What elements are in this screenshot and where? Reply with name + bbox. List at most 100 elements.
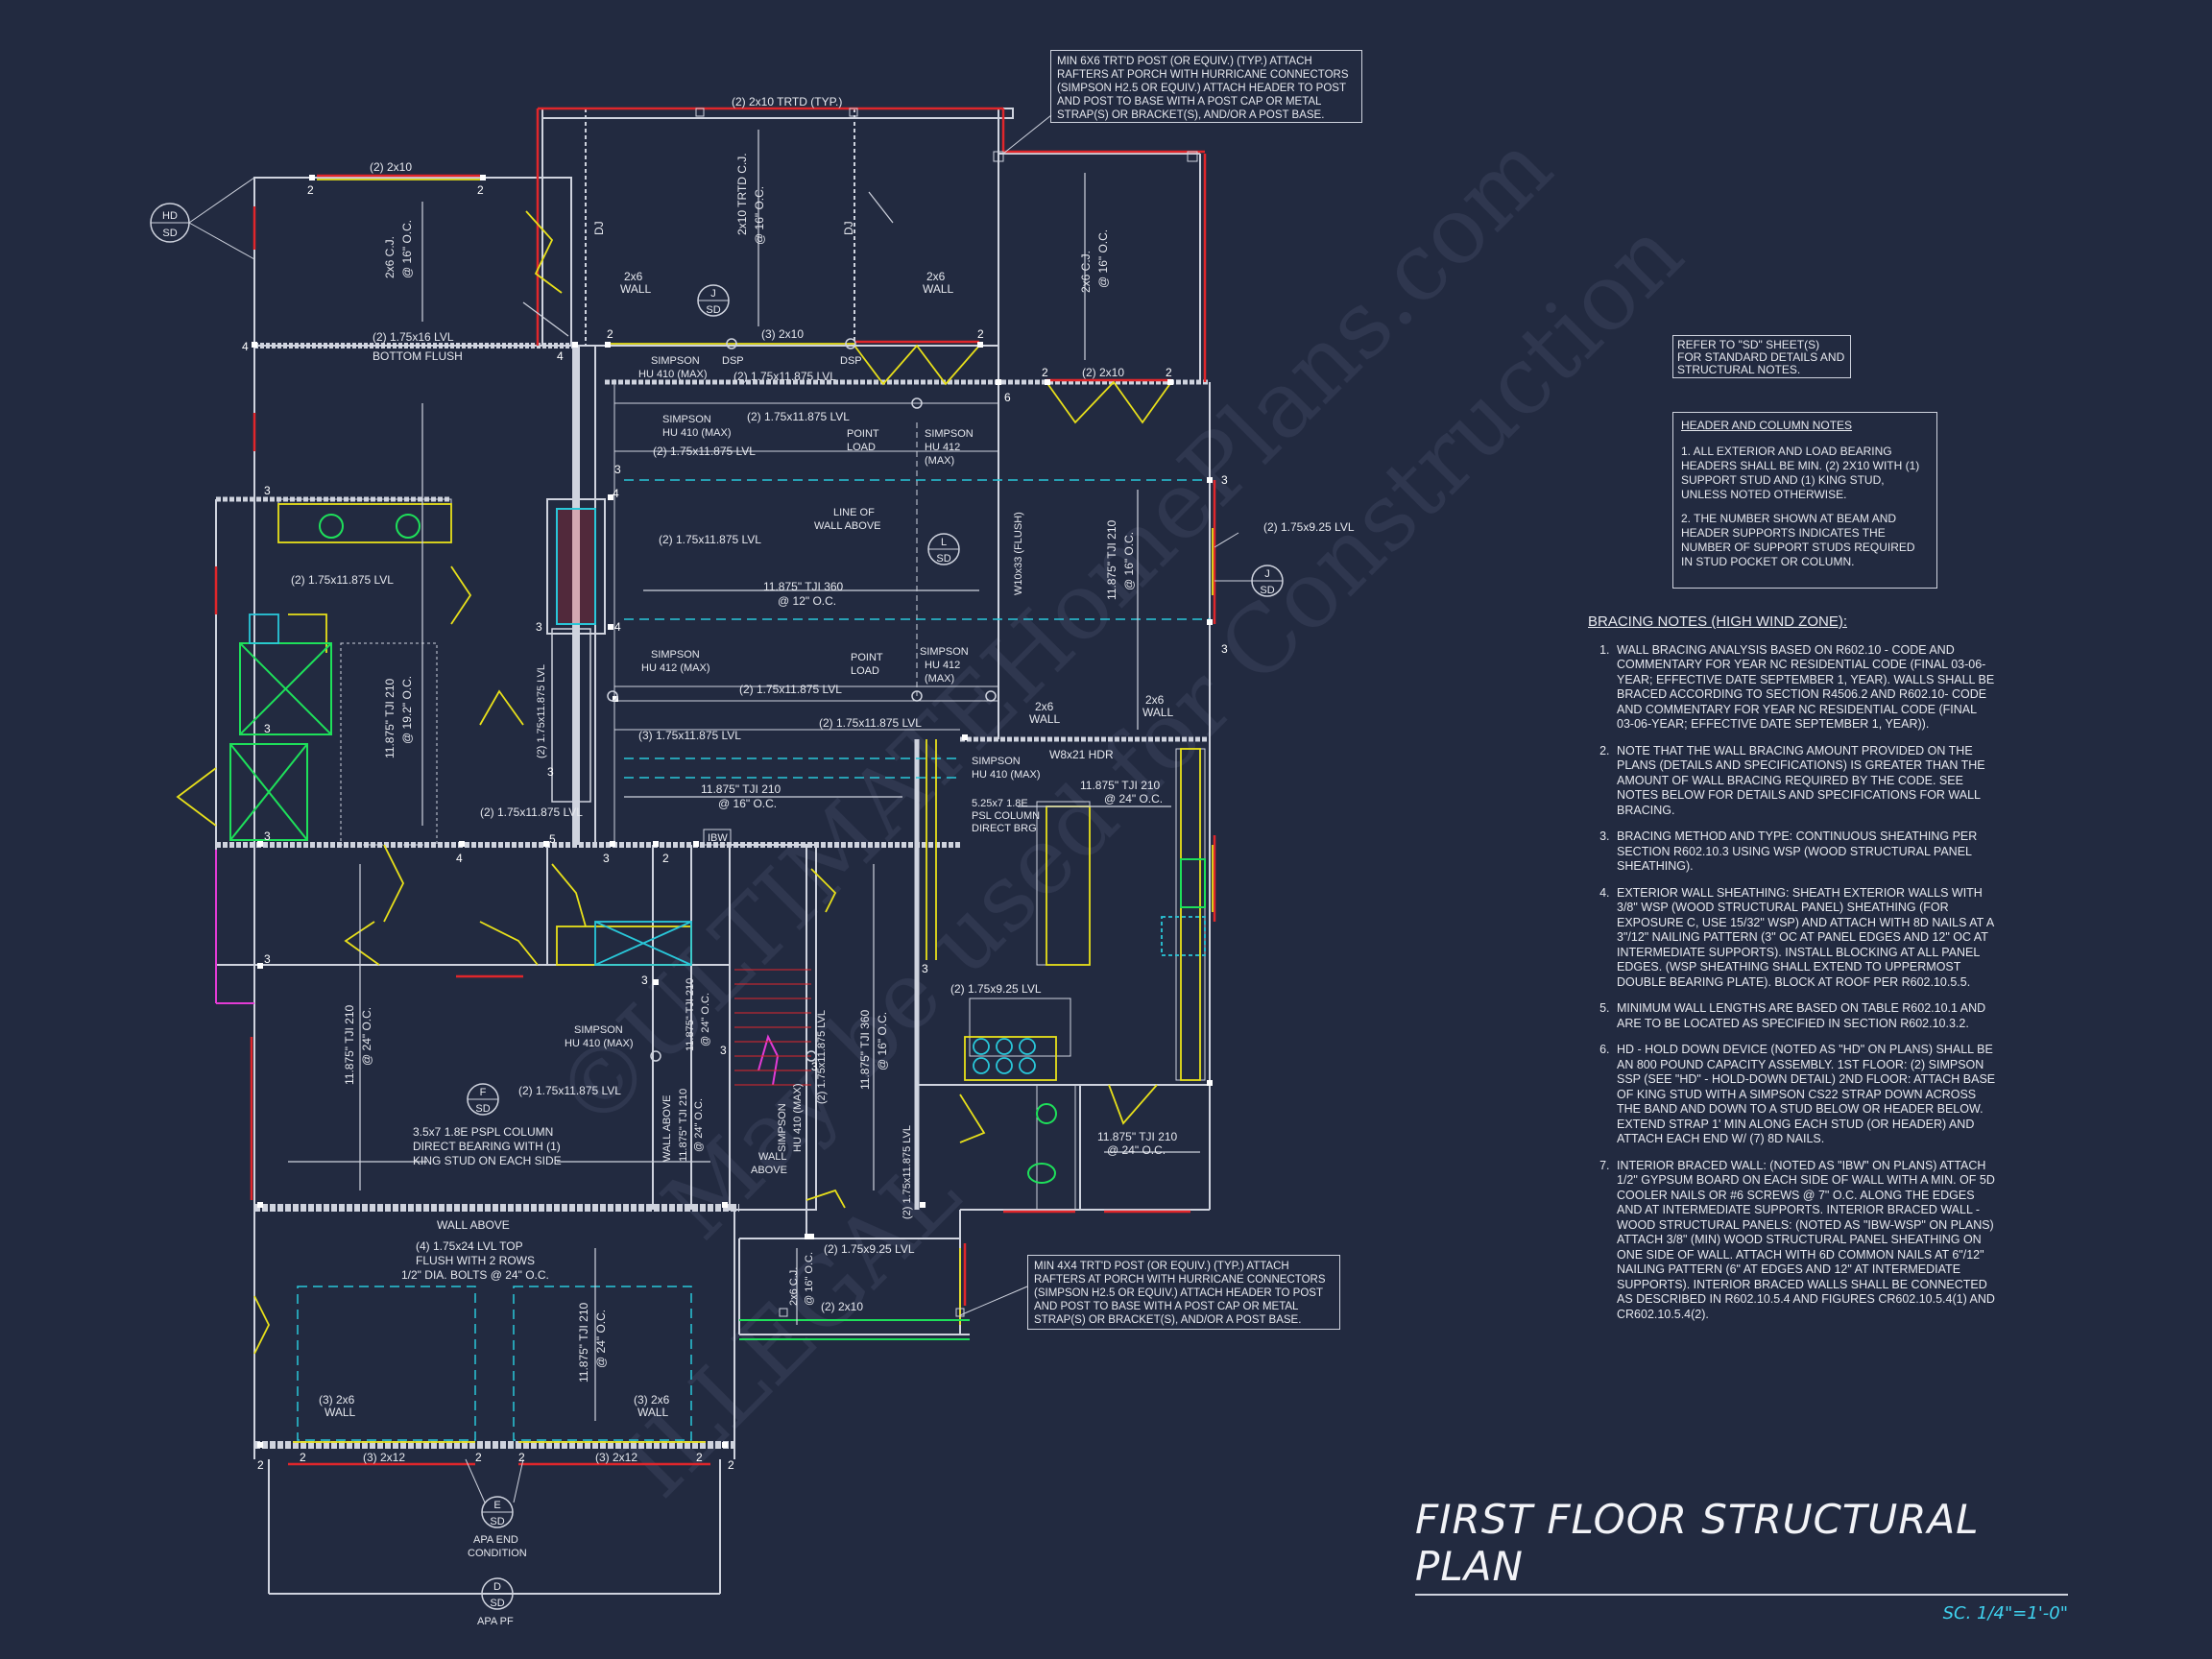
note-porch-top: MIN 6x6 TRT'D POST (OR EQUIV.) (TYP.) AT…	[1050, 50, 1362, 123]
stud-count: 2	[728, 1458, 734, 1472]
title-block: FIRST FLOOR STRUCTURAL PLAN SC. 1/4"=1'-…	[1415, 1496, 2068, 1623]
label-psl-col: 5.25x7 1.8E	[972, 798, 1028, 809]
callout-d-letter: D	[493, 1581, 501, 1593]
bracing-notes: BRACING NOTES (HIGH WIND ZONE): WALL BRA…	[1588, 614, 1997, 1334]
label-simpson-e2: HU 410 (MAX)	[792, 1083, 804, 1152]
label-wall-above: WALL ABOVE	[814, 520, 881, 532]
label-psl-col3: DIRECT BRG	[972, 823, 1037, 834]
label-simpson-b2: HU 410 (MAX)	[662, 427, 732, 439]
label-line-of: LINE OF	[833, 507, 875, 518]
bracing-note-3: BRACING METHOD AND TYPE: CONTINUOUS SHEA…	[1613, 830, 1997, 875]
stud-count: 5	[549, 832, 556, 846]
callout-hd: HD SD	[150, 177, 255, 260]
label-tji-210-k2: @ 24" O.C.	[1104, 792, 1163, 805]
label-lvl-top2: FLUSH WITH 2 ROWS	[416, 1254, 535, 1267]
label-lvl-vert-a: (2) 1.75x11.875 LVL	[536, 664, 547, 758]
stud-count: 3	[536, 620, 542, 634]
label-w8x21: W8x21 HDR	[1049, 748, 1114, 761]
stud-count: 2	[257, 1458, 264, 1472]
fireplace-hearth	[556, 508, 596, 625]
label-psl-col2: PSL COLUMN	[972, 810, 1040, 822]
label-tji-360-a: 11.875" TJI 360	[763, 580, 844, 593]
stud-count: 4	[613, 487, 619, 500]
header-note-2: 2. THE NUMBER SHOWN AT BEAM AND HEADER S…	[1681, 512, 1915, 568]
callout-e-letter: E	[493, 1500, 500, 1511]
label-wall-3-2x6-a2: WALL	[325, 1406, 356, 1419]
label-tji-360-b2: @ 16" O.C.	[876, 1012, 889, 1070]
label-simpson-412c2: HU 412	[925, 660, 960, 671]
label-lvl-vert-c: (2) 1.75x11.875 LVL	[902, 1125, 913, 1219]
label-cj-2x6-tl: 2x6 C.J.	[383, 236, 397, 278]
label-above-s: ABOVE	[751, 1165, 787, 1176]
label-hdr-2x10-tr: (2) 2x10	[1082, 366, 1124, 379]
label-simpson-412b: SIMPSON	[651, 649, 700, 661]
stud-count: 4	[456, 852, 463, 865]
note-porch-bottom: MIN 4x4 TRT'D POST (OR EQUIV.) (TYP.) AT…	[1027, 1255, 1340, 1330]
stud-count: 3	[264, 484, 271, 497]
bracing-notes-list: WALL BRACING ANALYSIS BASED ON R602.10 -…	[1588, 643, 1997, 1323]
callout-j-top: J SD	[697, 284, 730, 317]
stud-count: 3	[1221, 642, 1228, 656]
joist-lines	[297, 479, 1210, 1441]
bracing-note-6: HD - HOLD DOWN DEVICE (NOTED AS "HD" ON …	[1613, 1043, 1997, 1147]
stud-count: 3	[547, 765, 554, 779]
label-tji-210-s22: @ 24" O.C.	[693, 1098, 705, 1152]
label-cj-2x6-tr: 2x6 C.J.	[1079, 251, 1093, 293]
stud-count: 4	[557, 349, 564, 363]
label-tji-210-b: 11.875" TJI 210	[577, 1302, 590, 1382]
label-simpson-a: SIMPSON	[651, 355, 700, 367]
sink-1	[319, 514, 344, 539]
header-notes-title: HEADER AND COLUMN NOTES	[1681, 419, 1853, 432]
label-lvl-top: (4) 1.75x24 LVL TOP	[416, 1239, 523, 1253]
drawing-title: FIRST FLOOR STRUCTURAL PLAN	[1415, 1496, 2068, 1596]
label-point-load-a: POINT	[847, 428, 879, 440]
callout-j-right-letter: J	[1264, 568, 1270, 580]
label-tji-210-n2: @ 24" O.C.	[1107, 1143, 1166, 1157]
bracing-note-1: WALL BRACING ANALYSIS BASED ON R602.10 -…	[1613, 643, 1997, 733]
label-lvl-j: (2) 1.75x11.875 LVL	[518, 1084, 621, 1097]
label-tji-360-b: 11.875" TJI 360	[858, 1009, 872, 1090]
label-hdr-3-2x12-a: (3) 2x12	[363, 1451, 405, 1464]
stud-count: 3	[922, 962, 928, 975]
yellow-beams	[176, 179, 1214, 1443]
red-beams	[214, 107, 1216, 1466]
label-wall-2x6-c: 2x6	[1035, 700, 1054, 713]
label-lvl-925-m: (2) 1.75x9.25 LVL	[950, 982, 1042, 996]
label-wall-s: WALL	[758, 1151, 787, 1163]
callout-j-top-sheet: SD	[706, 304, 720, 316]
stud-count: 2	[475, 1451, 482, 1464]
stud-count: 2	[662, 852, 669, 865]
label-simpson-412b2: HU 412 (MAX)	[641, 662, 710, 674]
stair-left	[551, 628, 591, 803]
note-porch-top-text: MIN 6x6 TRT'D POST (OR EQUIV.) (TYP.) AT…	[1057, 56, 1349, 121]
header-column-notes: HEADER AND COLUMN NOTES 1. ALL EXTERIOR …	[1672, 412, 1937, 589]
hangers	[607, 338, 997, 1062]
label-tji-210-s2: 11.875" TJI 210	[678, 1089, 689, 1162]
label-tji-210-m: 11.875" TJI 210	[701, 782, 781, 796]
stud-count: 2	[477, 183, 484, 197]
stud-count: 2	[307, 183, 314, 197]
label-lvl-vert-b: (2) 1.75x11.875 LVL	[816, 1010, 828, 1104]
label-wall-2x6-a2: WALL	[620, 282, 652, 296]
stud-count: 3	[603, 852, 610, 865]
stud-count: 2	[518, 1451, 525, 1464]
label-wall-2x6-d2: WALL	[1142, 706, 1174, 719]
callout-l-sheet: SD	[936, 553, 950, 565]
label-simpson-c: SIMPSON	[972, 756, 1021, 767]
callout-hd-top: HD	[162, 210, 178, 222]
label-tji-210-k: 11.875" TJI 210	[1080, 779, 1161, 792]
label-simpson-412a: SIMPSON	[925, 428, 974, 440]
tub	[229, 743, 308, 841]
stud-count: 3	[264, 952, 271, 966]
ibw-tag-box	[703, 829, 732, 846]
label-wall-3-2x6-b2: WALL	[637, 1406, 669, 1419]
callout-d: D SD	[481, 1577, 514, 1610]
stud-count: 2	[696, 1451, 703, 1464]
stair-treads	[734, 969, 811, 1086]
stud-count: 3	[264, 830, 271, 843]
label-tji-210-big: 11.875" TJI 210	[343, 1004, 356, 1085]
label-apa-condition: CONDITION	[468, 1548, 527, 1559]
label-simpson-412c3: (MAX)	[925, 673, 954, 685]
label-wall-2x6-d: 2x6	[1145, 693, 1165, 707]
section-callouts: HD SD J SD L SD J SD F SD	[150, 177, 1284, 1610]
